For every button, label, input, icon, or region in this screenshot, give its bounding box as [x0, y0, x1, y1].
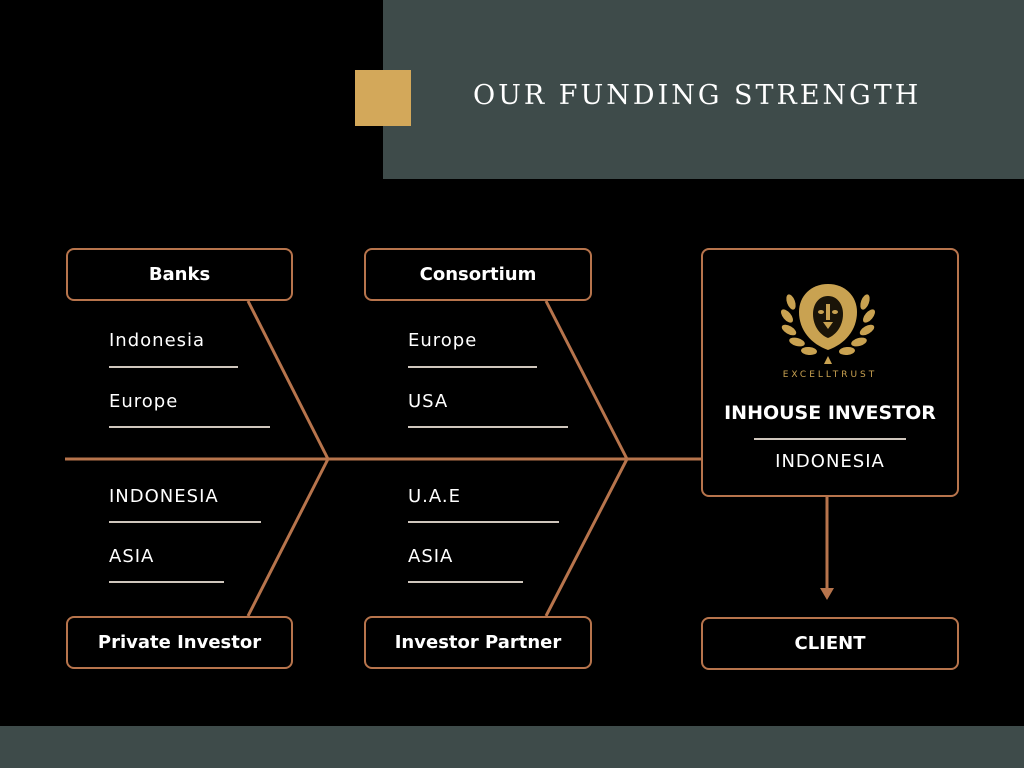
node-investor-partner: Investor Partner [364, 616, 592, 669]
private-investor-item: ASIA [109, 546, 155, 567]
node-investor-partner-label: Investor Partner [394, 632, 562, 653]
accent-square [355, 70, 411, 126]
banks-item-underline [109, 426, 270, 428]
investor-partner-rib [544, 458, 629, 617]
brand-name: EXCELLTRUST [782, 370, 878, 380]
consortium-item: USA [408, 391, 449, 412]
consortium-item-underline [408, 426, 568, 428]
node-private-investor: Private Investor [66, 616, 293, 669]
inhouse-divider [754, 438, 906, 440]
footer-band [0, 726, 1024, 768]
consortium-item: Europe [408, 330, 478, 351]
client-arrow-head [820, 588, 834, 600]
banks-rib [246, 300, 330, 460]
consortium-rib [544, 300, 629, 460]
page-title: OUR FUNDING STRENGTH [473, 80, 922, 111]
node-consortium: Consortium [364, 248, 592, 301]
banks-item: Indonesia [109, 330, 206, 351]
investor-partner-item: U.A.E [408, 486, 461, 507]
node-client-label: CLIENT [794, 633, 866, 654]
private-investor-item-underline [109, 521, 261, 523]
node-consortium-label: Consortium [419, 264, 537, 285]
lion-crest-icon [781, 284, 875, 364]
node-banks-label: Banks [148, 264, 211, 285]
investor-partner-item: ASIA [408, 546, 454, 567]
banks-item: Europe [109, 391, 179, 412]
inhouse-investor-title: INHOUSE INVESTOR [724, 402, 936, 424]
node-banks: Banks [66, 248, 293, 301]
node-private-investor-label: Private Investor [97, 632, 262, 653]
private-investor-item: INDONESIA [109, 486, 219, 507]
banks-item-underline [109, 366, 238, 368]
private-investor-rib [246, 458, 330, 617]
header-panel [383, 0, 1024, 179]
node-client: CLIENT [701, 617, 959, 670]
node-inhouse-investor [701, 248, 959, 497]
investor-partner-item-underline [408, 581, 523, 583]
private-investor-item-underline [109, 581, 224, 583]
inhouse-location: INDONESIA [775, 451, 885, 472]
consortium-item-underline [408, 366, 537, 368]
investor-partner-item-underline [408, 521, 559, 523]
